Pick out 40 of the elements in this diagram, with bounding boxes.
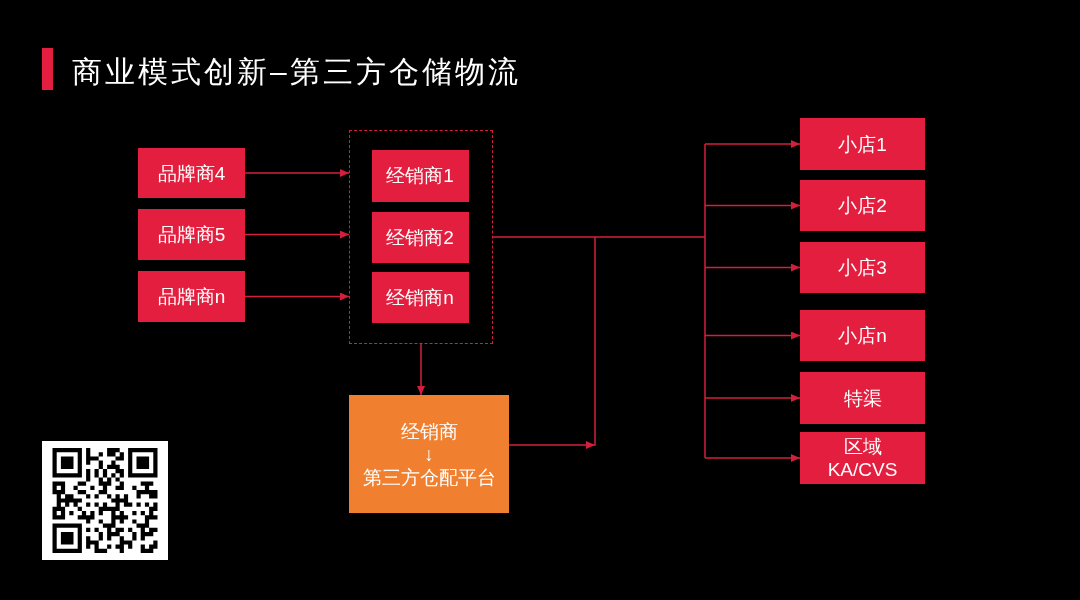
shop-box (800, 310, 925, 361)
label: 小店n (838, 324, 887, 347)
brand-box (138, 209, 245, 260)
title: 商业模式创新–第三方仓储物流 (72, 54, 521, 90)
shop-box (800, 180, 925, 231)
label: 品牌商4 (157, 161, 226, 185)
arrow (704, 140, 801, 148)
shop-box (800, 242, 925, 293)
label: 特渠 (843, 386, 882, 410)
label: 品牌商5 (157, 223, 226, 246)
arrow (244, 292, 350, 301)
label: 小店1 (838, 132, 887, 156)
label: 小店3 (838, 256, 887, 279)
arrow (244, 169, 350, 177)
label: 小店2 (838, 194, 887, 217)
brand-box (138, 148, 245, 198)
arrow (704, 394, 801, 402)
arrow (244, 230, 350, 239)
arrow (704, 331, 801, 340)
arrow (417, 343, 425, 396)
platform-box (349, 395, 509, 513)
label: 经销商 (400, 419, 458, 443)
arrow (704, 454, 801, 462)
label: 经销商1 (386, 164, 454, 187)
label: 经销商2 (386, 225, 454, 249)
arrow (704, 263, 801, 272)
dashed-frame (349, 130, 493, 344)
shop-box (800, 118, 925, 170)
label: 经销商n (386, 285, 454, 309)
dealer-box (371, 271, 469, 323)
dealer-box (371, 149, 469, 202)
brand-box (138, 271, 245, 322)
label: 品牌商n (157, 285, 226, 308)
dealer-box (371, 211, 469, 263)
label: ↓ (424, 442, 434, 466)
label: 第三方仓配平台 (362, 465, 496, 489)
shop-box (800, 372, 925, 424)
label: 区域 KA/CVS (826, 435, 899, 481)
connector-line (492, 236, 596, 238)
shop-box (800, 432, 925, 484)
